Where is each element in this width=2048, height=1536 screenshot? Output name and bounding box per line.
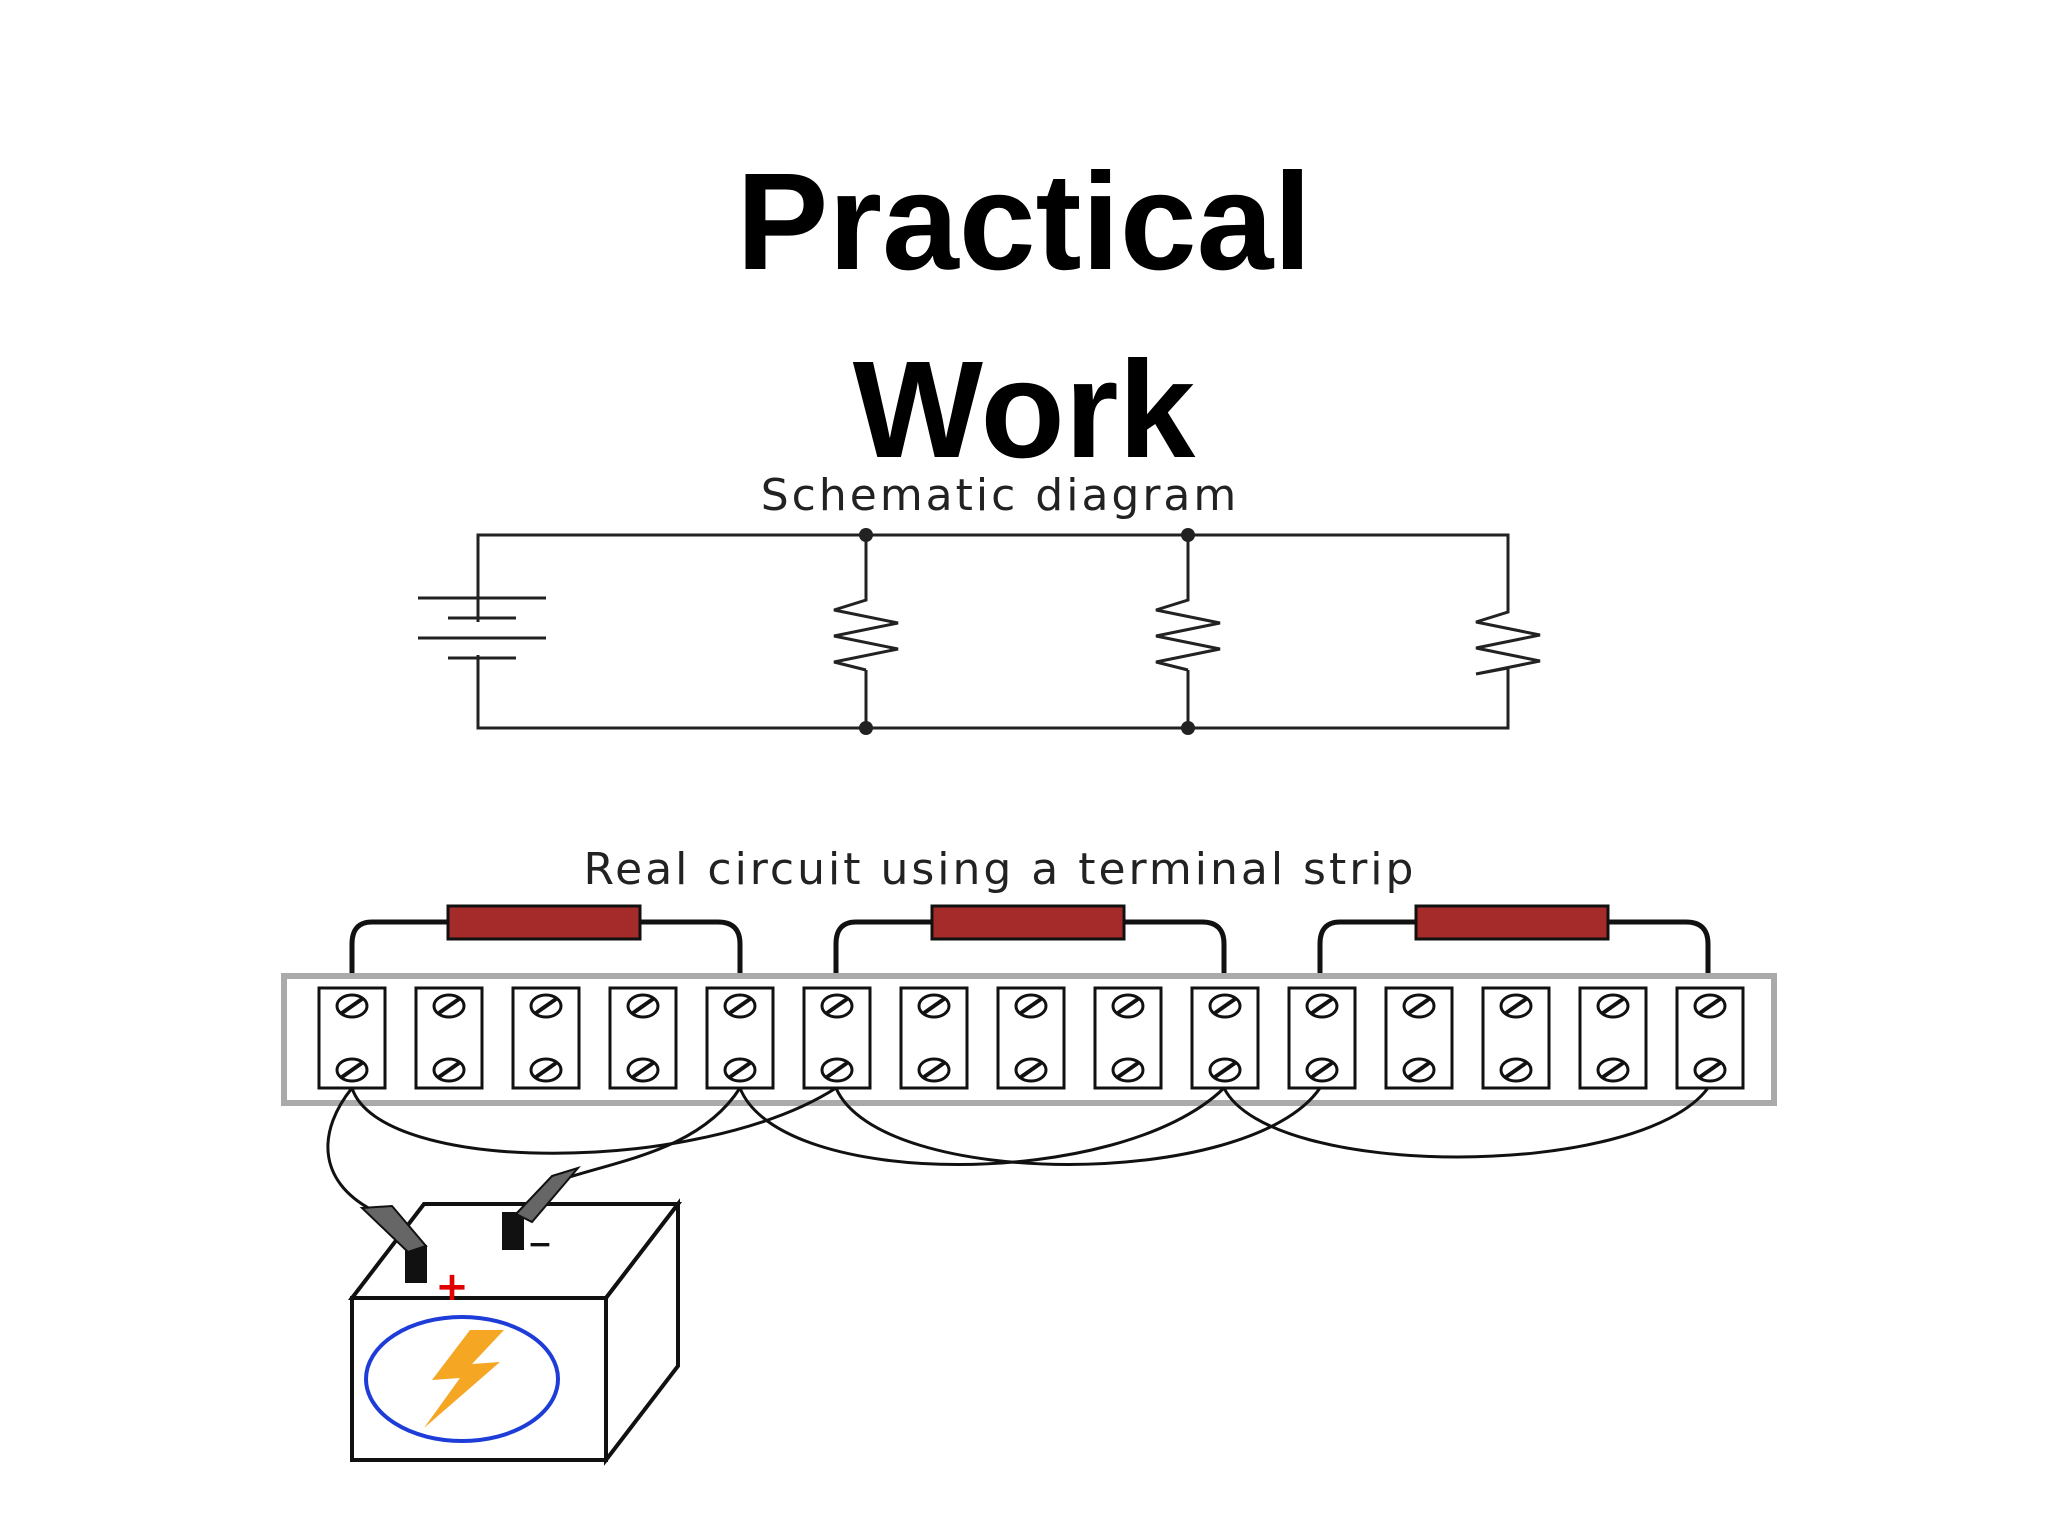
schematic-resistor-2-icon xyxy=(1155,593,1221,672)
screw-icon xyxy=(1499,1057,1533,1083)
screw-icon xyxy=(335,993,369,1019)
terminal-group xyxy=(317,986,1745,1090)
positive-terminal-label: + xyxy=(435,1264,469,1310)
schematic-resistor-1-icon xyxy=(833,593,899,672)
battery-ring-icon xyxy=(364,1315,560,1443)
title-line-1: Practical xyxy=(736,145,1312,299)
real-resistor-2 xyxy=(833,904,1227,1000)
screw-icon xyxy=(820,1057,854,1083)
screw-icon xyxy=(917,993,951,1019)
schematic-diagram: Schematic diagram xyxy=(418,470,1541,735)
screw-icon xyxy=(1402,1057,1436,1083)
screw-icon xyxy=(1208,1057,1242,1083)
screw-icon xyxy=(723,1057,757,1083)
screw-icon xyxy=(1499,993,1533,1019)
screw-icon xyxy=(432,993,466,1019)
screw-icon xyxy=(1402,993,1436,1019)
real-circuit: Real circuit using a terminal strip xyxy=(281,844,1777,1466)
schematic-caption: Schematic diagram xyxy=(761,470,1240,521)
screw-icon xyxy=(820,993,854,1019)
terminal-1 xyxy=(317,986,387,1090)
screw-icon xyxy=(917,1057,951,1083)
lightning-bolt-icon xyxy=(424,1330,504,1428)
terminal-7 xyxy=(899,986,969,1090)
screw-icon xyxy=(723,993,757,1019)
battery-positive-post xyxy=(405,1245,427,1283)
schematic-junction xyxy=(1181,721,1195,735)
screw-icon xyxy=(1305,993,1339,1019)
screw-icon xyxy=(1014,993,1048,1019)
battery: + − xyxy=(347,1166,683,1466)
schematic-junction xyxy=(1181,528,1195,542)
terminal-3 xyxy=(511,986,581,1090)
real-resistor-1 xyxy=(349,904,743,1000)
screw-icon xyxy=(1014,1057,1048,1083)
negative-clip-icon xyxy=(514,1166,581,1224)
schematic-battery-icon xyxy=(418,596,546,660)
terminal-6 xyxy=(802,986,872,1090)
schematic-bottom-wire xyxy=(476,655,1510,730)
terminal-11 xyxy=(1287,986,1357,1090)
title-line-2: Work xyxy=(852,333,1196,487)
terminal-2 xyxy=(414,986,484,1090)
schematic-resistor-3-icon xyxy=(1475,608,1541,676)
schematic-junction xyxy=(859,528,873,542)
screw-icon xyxy=(626,993,660,1019)
battery-negative-post xyxy=(502,1212,524,1250)
screw-icon xyxy=(1596,993,1630,1019)
terminal-5 xyxy=(705,986,775,1090)
screw-icon xyxy=(335,1057,369,1083)
screw-icon xyxy=(626,1057,660,1083)
terminal-15 xyxy=(1675,986,1745,1090)
screw-icon xyxy=(529,993,563,1019)
screw-icon xyxy=(1693,1057,1727,1083)
screw-icon xyxy=(1111,993,1145,1019)
screw-icon xyxy=(1693,993,1727,1019)
terminal-8 xyxy=(996,986,1066,1090)
screw-icon xyxy=(529,1057,563,1083)
slide-title: Practical Work xyxy=(0,128,2048,504)
schematic-junction xyxy=(859,721,873,735)
terminal-14 xyxy=(1578,986,1648,1090)
screw-icon xyxy=(1111,1057,1145,1083)
battery-leads xyxy=(326,1087,742,1212)
real-resistor-3 xyxy=(1317,904,1711,1000)
terminal-10 xyxy=(1190,986,1260,1090)
negative-terminal-label: − xyxy=(527,1227,552,1262)
terminal-9 xyxy=(1093,986,1163,1090)
screw-icon xyxy=(1305,1057,1339,1083)
terminal-12 xyxy=(1384,986,1454,1090)
screw-icon xyxy=(1208,993,1242,1019)
schematic-top-wire xyxy=(476,533,1510,622)
positive-clip-icon xyxy=(359,1204,428,1254)
screw-icon xyxy=(432,1057,466,1083)
jumper-wires xyxy=(350,1086,1710,1166)
real-circuit-caption: Real circuit using a terminal strip xyxy=(584,844,1417,895)
terminal-13 xyxy=(1481,986,1551,1090)
screw-icon xyxy=(1596,1057,1630,1083)
terminal-4 xyxy=(608,986,678,1090)
